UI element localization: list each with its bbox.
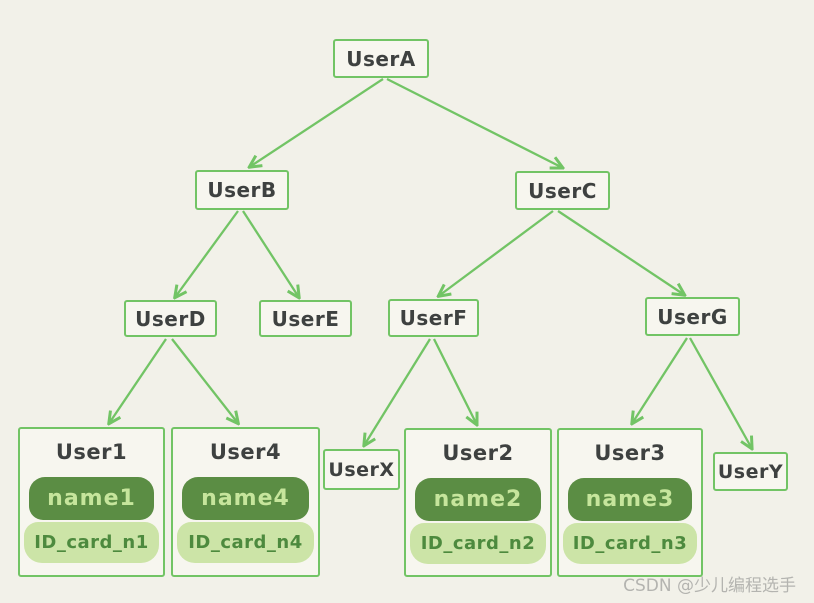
name-pill: name4	[182, 477, 309, 520]
id-card-pill: ID_card_n4	[177, 522, 314, 563]
csdn-watermark: CSDN @少儿编程选手	[623, 576, 796, 596]
id-card-pill: ID_card_n2	[410, 523, 546, 564]
card-user2-title: User2	[442, 441, 514, 465]
id-card-pill: ID_card_n3	[563, 523, 697, 564]
node-userd-label: UserD	[135, 306, 206, 331]
edge-userb-userd	[176, 210, 239, 296]
edge-userd-user4	[171, 338, 237, 422]
card-user3: User3 name3 ID_card_n3	[557, 428, 703, 577]
edge-userc-userf	[440, 210, 554, 295]
name-pill: name3	[568, 478, 692, 521]
edge-userb-usere	[242, 210, 298, 296]
node-usera-label: UserA	[346, 46, 416, 71]
card-user1-title: User1	[55, 440, 128, 464]
edge-usera-userb	[251, 78, 384, 166]
node-userg: UserG	[645, 297, 740, 336]
node-userb-label: UserB	[207, 178, 277, 202]
card-user4: User4 name4 ID_card_n4	[171, 427, 320, 577]
node-userx: UserX	[323, 449, 400, 490]
node-userc-label: UserC	[528, 178, 597, 203]
name-pill: name2	[415, 478, 541, 521]
card-user3-title: User3	[594, 441, 666, 465]
node-userc: UserC	[515, 171, 610, 210]
card-user4-title: User4	[209, 440, 282, 464]
name-pill: name1	[29, 477, 154, 520]
node-userb: UserB	[195, 170, 289, 210]
node-userg-label: UserG	[657, 304, 728, 329]
card-user2: User2 name2 ID_card_n2	[404, 428, 552, 577]
edge-userg-user3	[633, 337, 688, 422]
node-userf: UserF	[388, 299, 479, 337]
id-card-pill: ID_card_n1	[24, 522, 159, 563]
node-usere: UserE	[259, 300, 352, 337]
node-userx-label: UserX	[328, 458, 395, 481]
node-usera: UserA	[333, 39, 429, 78]
node-usery: UserY	[713, 452, 788, 491]
card-user1: User1 name1 ID_card_n1	[18, 427, 165, 577]
node-userf-label: UserF	[399, 306, 468, 330]
edge-userf-user2	[432, 338, 476, 423]
edge-usera-userc	[386, 77, 561, 167]
node-usery-label: UserY	[717, 460, 784, 483]
node-usere-label: UserE	[271, 306, 340, 331]
edge-userd-user1	[110, 338, 167, 422]
node-userd: UserD	[124, 300, 217, 337]
edge-userc-userg	[557, 210, 683, 294]
